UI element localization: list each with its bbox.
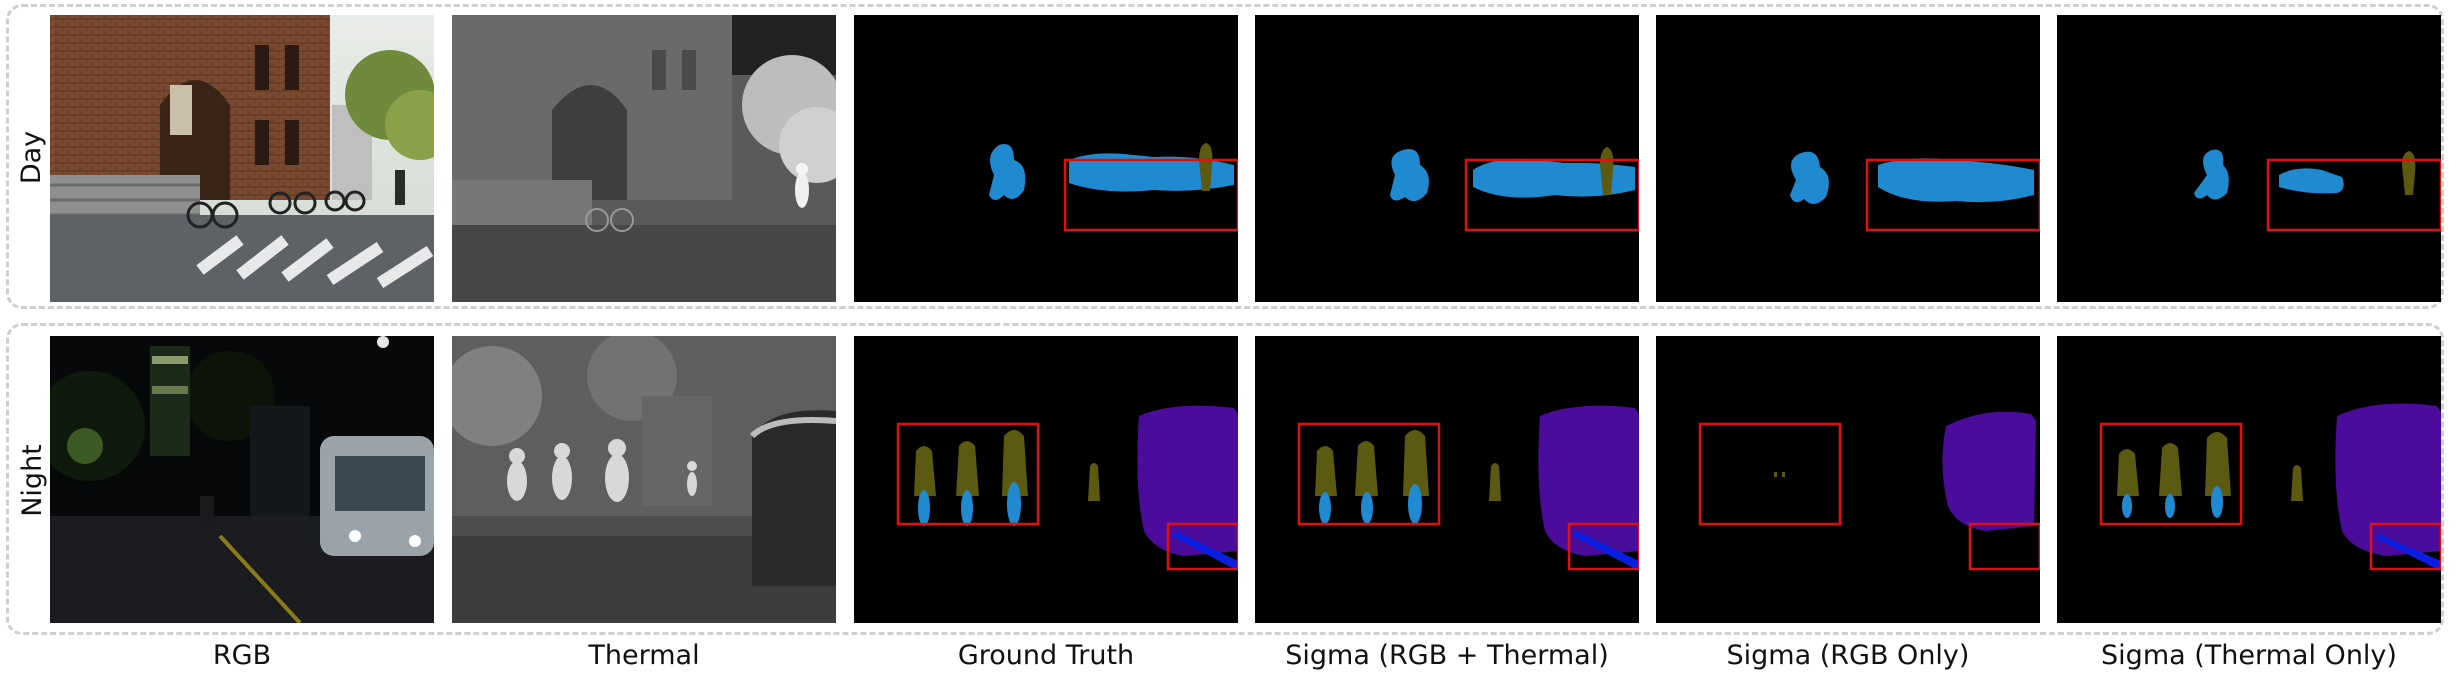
night-ground-truth-mask: [854, 336, 1238, 623]
person-mask: [1199, 143, 1213, 191]
day-rgb-image: [50, 15, 434, 302]
caption-rgb: RGB: [212, 640, 272, 671]
caption-sigma-thermal-only: Sigma (Thermal Only): [2101, 640, 2397, 671]
row-label-night-text: Night: [16, 443, 48, 517]
caption-ground-truth: Ground Truth: [957, 640, 1135, 671]
car-mask: [1137, 405, 1238, 556]
bikes-mask: [1069, 153, 1234, 192]
caption-sigma-rgb-only: Sigma (RGB Only): [1726, 640, 1970, 671]
row-label-night: Night: [14, 335, 50, 625]
night-sigma-thermal-only-mask: [2057, 336, 2441, 623]
day-sigma-rgb-thermal-mask: [1255, 15, 1639, 302]
day-ground-truth-mask: [854, 15, 1238, 302]
day-row-group: [6, 4, 2444, 309]
day-sigma-thermal-only-mask: [2057, 15, 2441, 302]
row-label-day: Day: [14, 14, 50, 300]
night-row-group: [6, 323, 2444, 635]
night-sigma-rgb-only-mask: [1656, 336, 2040, 623]
caption-sigma-rgb-thermal: Sigma (RGB + Thermal): [1285, 640, 1609, 671]
row-label-day-text: Day: [16, 130, 48, 184]
night-thermal-image: [452, 336, 836, 623]
day-thermal-image: [452, 15, 836, 302]
day-sigma-rgb-only-mask: [1656, 15, 2040, 302]
night-rgb-image: [50, 336, 434, 623]
night-sigma-rgb-thermal-mask: [1255, 336, 1639, 623]
bike-mask: [989, 144, 1026, 200]
highlight-box: [1063, 158, 1238, 232]
caption-thermal: Thermal: [588, 640, 700, 671]
